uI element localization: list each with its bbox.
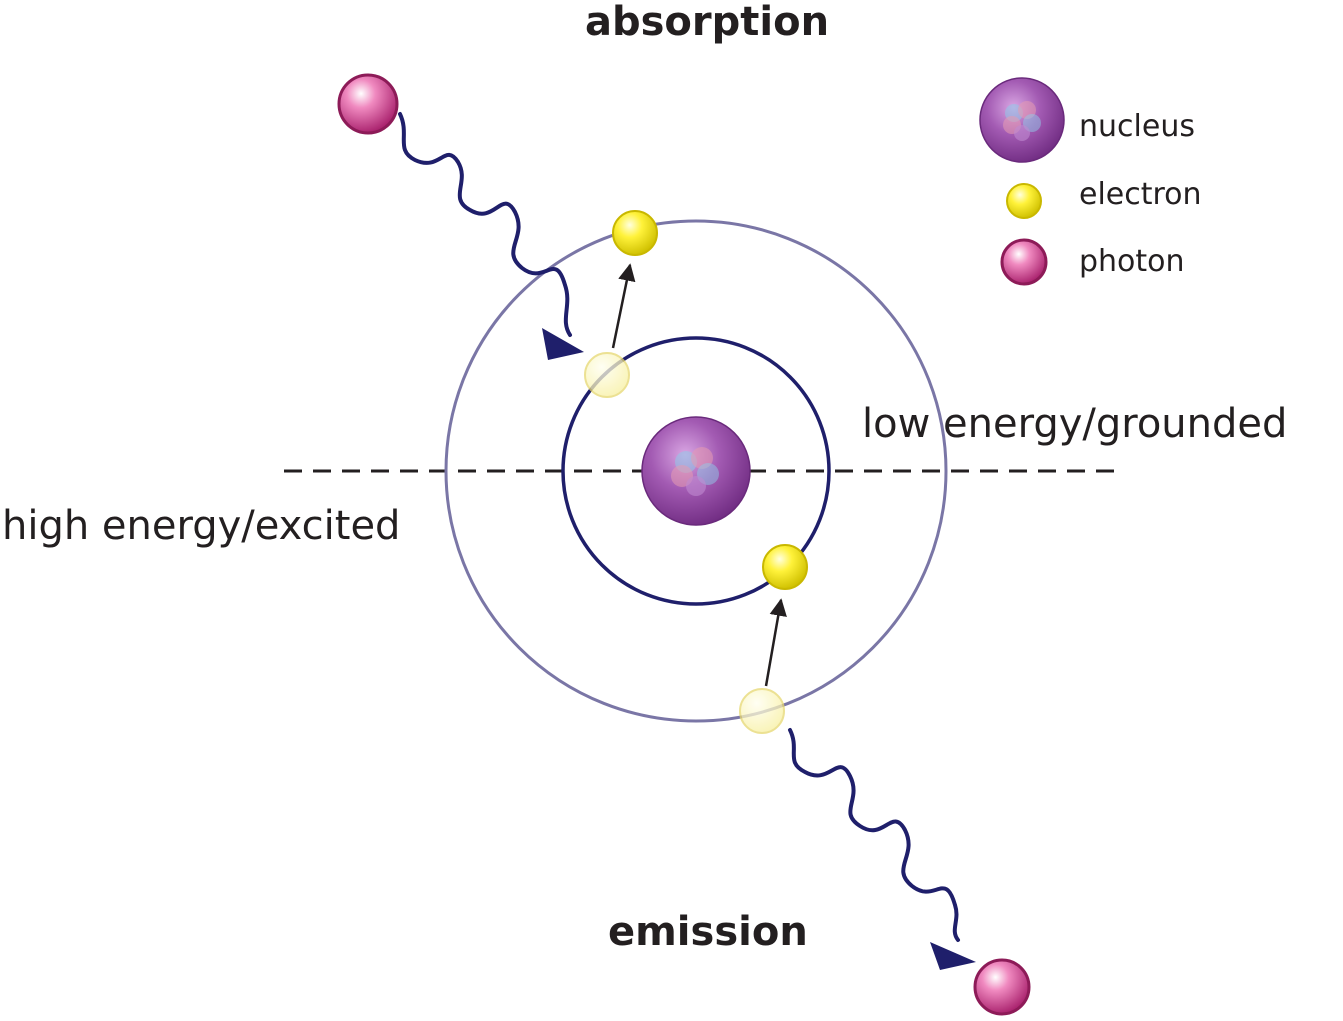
emission-electron-ghost bbox=[739, 688, 785, 734]
legend-electron-icon bbox=[1006, 183, 1042, 219]
absorption-photon-arrowhead bbox=[542, 328, 584, 360]
inner-orbit bbox=[561, 336, 831, 606]
nucleus bbox=[641, 416, 751, 526]
legend-photon-label: photon bbox=[1079, 244, 1185, 279]
absorption-transition-arrow bbox=[611, 263, 636, 349]
absorption-label: absorption bbox=[585, 0, 830, 45]
legend-photon-icon bbox=[1000, 238, 1048, 286]
legend-electron-label: electron bbox=[1079, 177, 1202, 212]
incoming-photon bbox=[337, 73, 399, 135]
emission-label: emission bbox=[608, 909, 808, 955]
high-energy-label: high energy/excited bbox=[2, 503, 401, 549]
outgoing-photon bbox=[973, 958, 1031, 1016]
emission-transition-arrow bbox=[764, 598, 787, 687]
legend-nucleus-label: nucleus bbox=[1079, 109, 1195, 144]
grounded-electron bbox=[762, 544, 808, 590]
emission-photon-arrowhead bbox=[930, 942, 976, 970]
absorption-photon-wave bbox=[398, 112, 572, 337]
outer-orbit bbox=[444, 219, 948, 723]
low-energy-label: low energy/grounded bbox=[862, 401, 1288, 447]
emission-photon-wave bbox=[788, 728, 960, 942]
absorption-electron-ghost bbox=[584, 352, 630, 398]
excited-electron bbox=[612, 210, 658, 256]
legend-nucleus-icon bbox=[979, 77, 1065, 163]
